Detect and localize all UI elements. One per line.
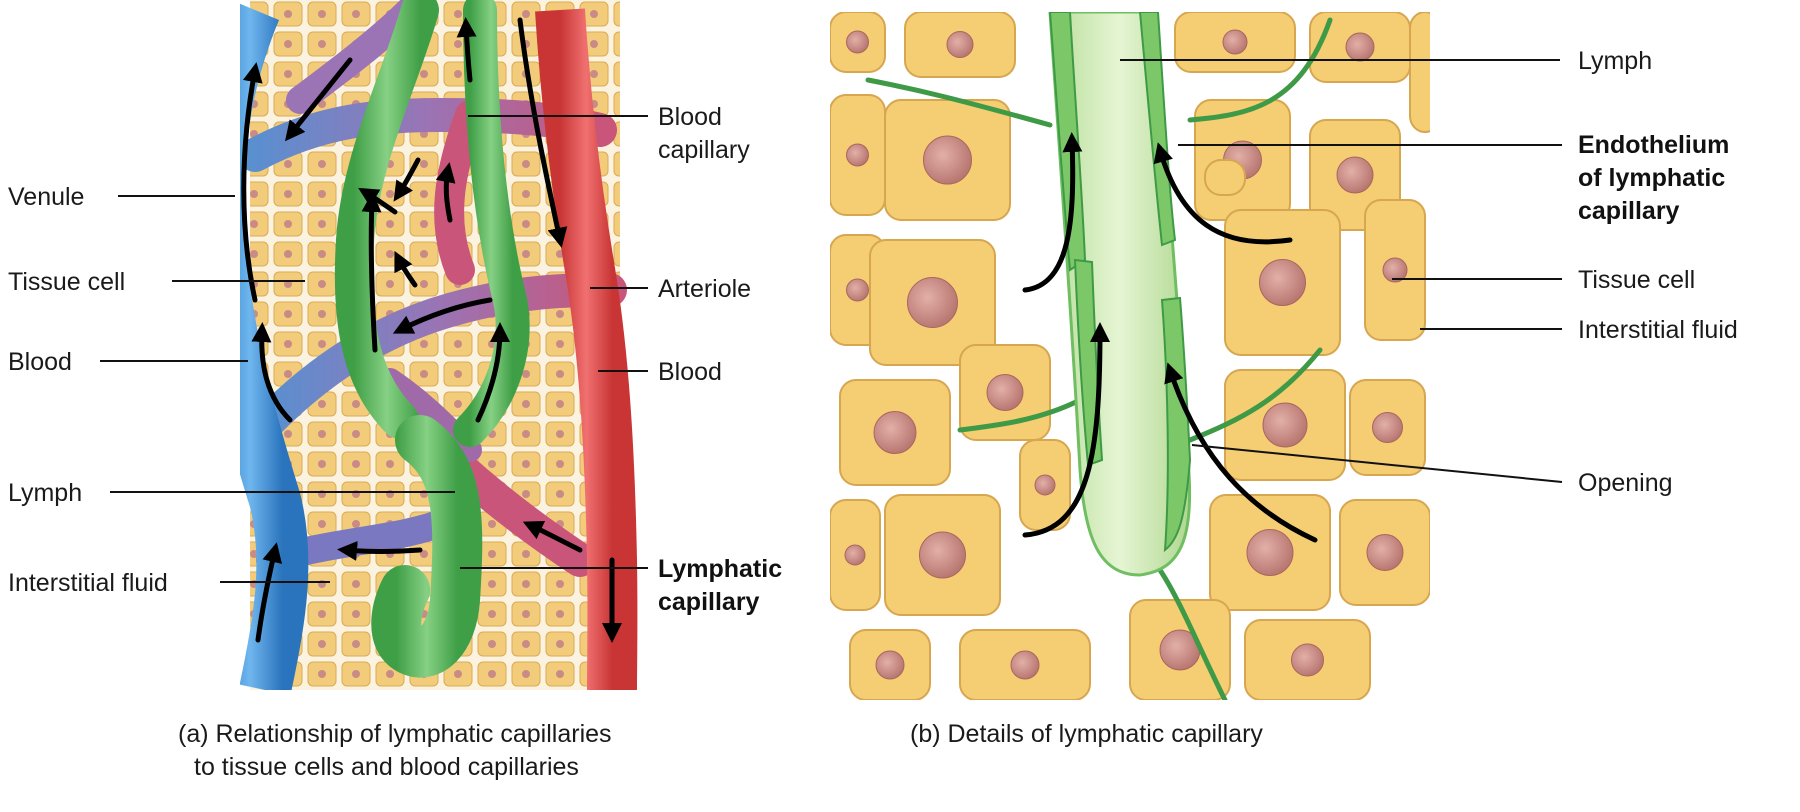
label-lymph-b: Lymph: [1578, 47, 1652, 75]
cell-nucleus: [1291, 643, 1324, 677]
label-lymph-a: Lymph: [8, 479, 82, 507]
label-interstitial-fluid-b: Interstitial fluid: [1578, 316, 1738, 344]
cell-nucleus: [1366, 534, 1404, 571]
label-arteriole: Arteriole: [658, 275, 751, 303]
panel-a-labels: Venule Tissue cell Blood Lymph Interstit…: [8, 103, 782, 616]
cell-nucleus: [986, 374, 1024, 411]
label-blood-capillary-line2: capillary: [658, 136, 750, 164]
cell-nucleus: [1372, 412, 1403, 443]
panel-a-leader-lines: [100, 115, 648, 583]
cell-nucleus: [1034, 474, 1056, 496]
label-lymphatic-capillary-line2: capillary: [658, 588, 760, 616]
cell-nucleus: [1382, 257, 1408, 283]
cell-nucleus: [846, 30, 869, 54]
cell-nucleus: [844, 544, 866, 566]
lymphatic-capillary-blind-end: [371, 415, 483, 678]
cell-nucleus: [907, 277, 958, 328]
label-blood-left: Blood: [8, 348, 72, 376]
cell-nucleus: [1246, 529, 1294, 576]
cell-nucleus: [846, 143, 869, 167]
tissue-cell: [1204, 159, 1246, 196]
label-endothelium-line3: capillary: [1578, 197, 1680, 225]
label-endothelium-line1: Endothelium: [1578, 131, 1729, 159]
label-interstitial-fluid-a: Interstitial fluid: [8, 569, 168, 597]
caption-b: (b) Details of lymphatic capillary: [910, 720, 1263, 748]
endothelial-anchoring-filaments: [865, 17, 1333, 700]
cell-nucleus: [946, 31, 974, 58]
label-tissue-cell-b: Tissue cell: [1578, 266, 1695, 294]
cell-nucleus: [919, 531, 966, 579]
cell-nucleus: [1262, 402, 1308, 448]
label-tissue-cell-a: Tissue cell: [8, 268, 125, 296]
tissue-cells-panel-b: [830, 12, 1430, 700]
panel-a-caption: (a) Relationship of lymphatic capillarie…: [178, 720, 612, 781]
cell-nucleus: [873, 411, 917, 454]
panel-a-illustration: [240, 0, 638, 690]
cell-nucleus: [875, 650, 905, 680]
lymphatic-capillary-tubes: [334, 0, 530, 678]
caption-a-line2: to tissue cells and blood capillaries: [194, 753, 579, 781]
tissue-cell: [1409, 12, 1430, 133]
cell-nucleus: [1345, 32, 1375, 62]
cell-nucleus: [1010, 650, 1040, 680]
label-endothelium-line2: of lymphatic: [1578, 164, 1725, 192]
caption-a-line1: (a) Relationship of lymphatic capillarie…: [178, 720, 612, 748]
label-venule: Venule: [8, 183, 84, 211]
cell-nucleus: [1336, 156, 1374, 194]
panel-b-illustration: [830, 12, 1430, 700]
label-blood-capillary-line1: Blood: [658, 103, 722, 131]
panel-b-leader-lines: [1120, 59, 1563, 483]
cell-nucleus: [923, 135, 972, 185]
flow-arrows-panel-b: [1022, 132, 1318, 543]
cell-nucleus: [846, 278, 869, 302]
label-lymphatic-capillary-line1: Lymphatic: [658, 555, 782, 583]
flow-arrows-panel-a: [241, 17, 622, 643]
label-blood-right: Blood: [658, 358, 722, 386]
label-opening: Opening: [1578, 469, 1673, 497]
cell-nucleus: [1259, 259, 1306, 306]
panel-b-labels: Lymph Endothelium of lymphatic capillary…: [1578, 47, 1738, 497]
cell-nucleus: [1222, 29, 1248, 55]
